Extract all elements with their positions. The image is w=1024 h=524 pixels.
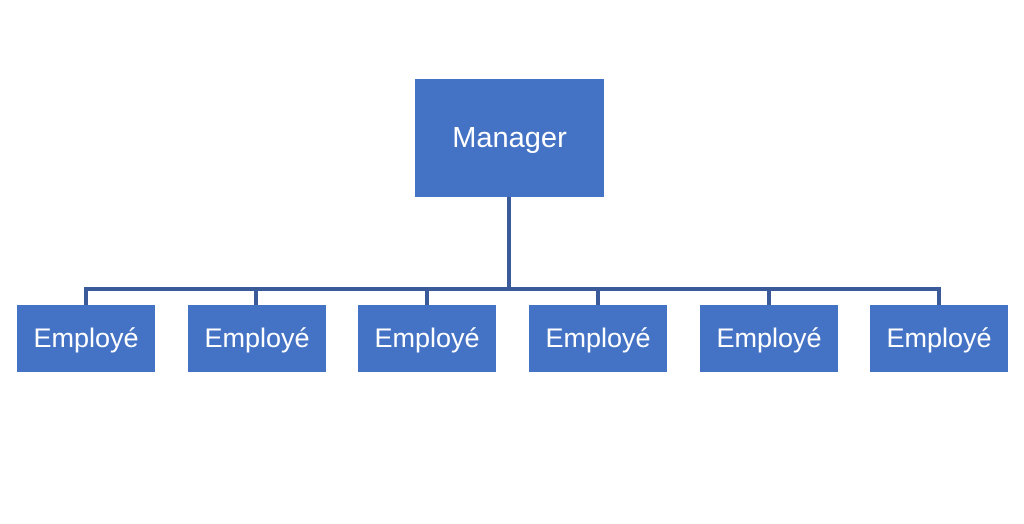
employee-node-4: Employé	[529, 305, 667, 372]
employee-5-connector	[767, 287, 771, 305]
employee-node-3: Employé	[358, 305, 496, 372]
employee-3-connector	[425, 287, 429, 305]
employee-label: Employé	[545, 323, 651, 353]
employee-node-2: Employé	[188, 305, 326, 372]
employee-6-connector	[937, 287, 941, 305]
employee-node-1: Employé	[17, 305, 155, 372]
employee-2-connector	[254, 287, 258, 305]
employee-label: Employé	[886, 323, 992, 353]
employee-label: Employé	[204, 323, 310, 353]
employee-4-connector	[596, 287, 600, 305]
employee-label: Employé	[716, 323, 822, 353]
employee-node-6: Employé	[870, 305, 1008, 372]
manager-stem-connector	[507, 197, 511, 289]
manager-node: Manager	[415, 79, 604, 197]
employee-label: Employé	[374, 323, 480, 353]
manager-label: Manager	[452, 121, 567, 154]
horizontal-bus-connector	[84, 287, 941, 291]
employee-1-connector	[84, 287, 88, 305]
employee-node-5: Employé	[700, 305, 838, 372]
employee-label: Employé	[33, 323, 139, 353]
